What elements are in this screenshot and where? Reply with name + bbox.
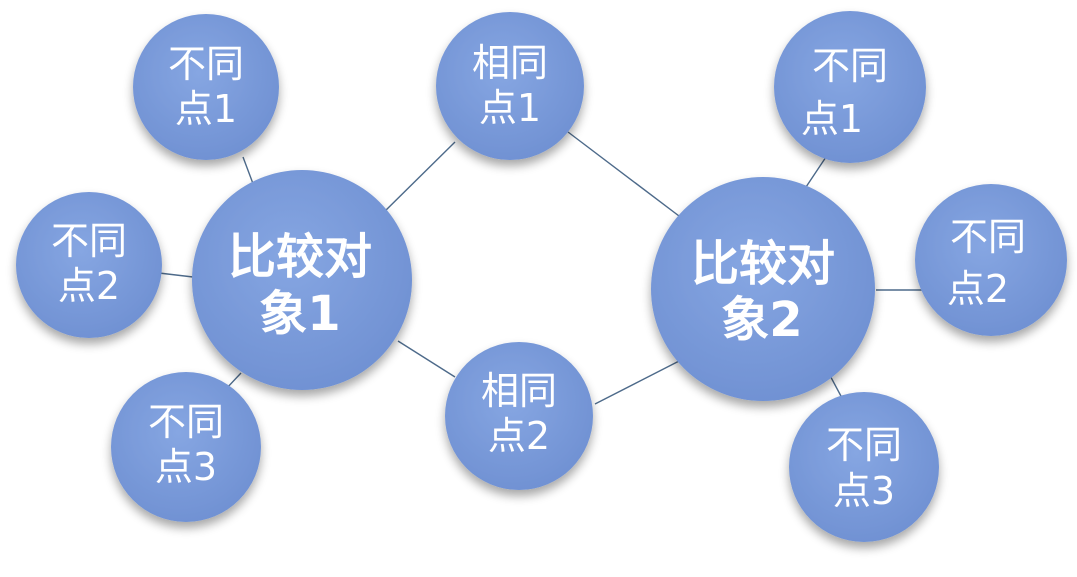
node-label-line2: 点2 — [58, 264, 120, 308]
node-object1-diff1: 不同 点1 — [133, 14, 279, 160]
node-circle — [774, 11, 926, 163]
node-object2-diff2: 不同 点2 — [915, 184, 1067, 336]
edge-object1-diff2 — [158, 272, 194, 278]
node-circle — [651, 177, 875, 401]
node-circle — [192, 170, 412, 390]
node-label-line2: 象1 — [259, 286, 340, 342]
node-circle — [133, 14, 279, 160]
edges — [158, 131, 929, 405]
node-label-line2: 点1 — [801, 97, 863, 141]
node-object2-diff1: 不同 点1 — [774, 11, 926, 163]
node-label-line1: 相同 — [481, 369, 557, 413]
node-circle — [915, 184, 1067, 336]
node-label-line1: 相同 — [472, 41, 548, 85]
node-label-line1: 不同 — [51, 219, 127, 263]
node-label-line2: 象2 — [721, 292, 802, 348]
edge-object2-same2 — [594, 357, 686, 405]
node-label-line2: 点1 — [479, 86, 541, 130]
node-label-line1: 不同 — [826, 423, 902, 467]
node-label-line2: 点3 — [833, 469, 895, 513]
node-label-line2: 点1 — [175, 87, 237, 131]
node-circle — [789, 392, 939, 542]
node-object1: 比较对 象1 — [192, 170, 412, 390]
node-circle — [445, 342, 593, 490]
node-object1-diff3: 不同 点3 — [111, 372, 261, 522]
node-label-line1: 比较对 — [691, 236, 835, 292]
node-same2: 相同 点2 — [445, 342, 593, 490]
edge-object2-same1 — [567, 131, 684, 220]
node-label-line2: 点2 — [947, 267, 1009, 311]
node-label-line2: 点3 — [155, 445, 217, 489]
node-same1: 相同 点1 — [436, 12, 584, 160]
node-object1-diff2: 不同 点2 — [16, 192, 162, 338]
node-circle — [436, 12, 584, 160]
node-object2: 比较对 象2 — [651, 177, 875, 401]
node-label-line1: 不同 — [812, 44, 888, 88]
node-label-line1: 比较对 — [228, 229, 372, 285]
node-label-line1: 不同 — [148, 400, 224, 444]
edge-object1-same1 — [379, 141, 456, 217]
node-object2-diff3: 不同 点3 — [789, 392, 939, 542]
node-circle — [16, 192, 162, 338]
node-label-line2: 点2 — [488, 414, 550, 458]
node-label-line1: 不同 — [168, 42, 244, 86]
node-label-line1: 不同 — [950, 215, 1026, 259]
node-circle — [111, 372, 261, 522]
edge-object1-same2 — [397, 340, 456, 378]
